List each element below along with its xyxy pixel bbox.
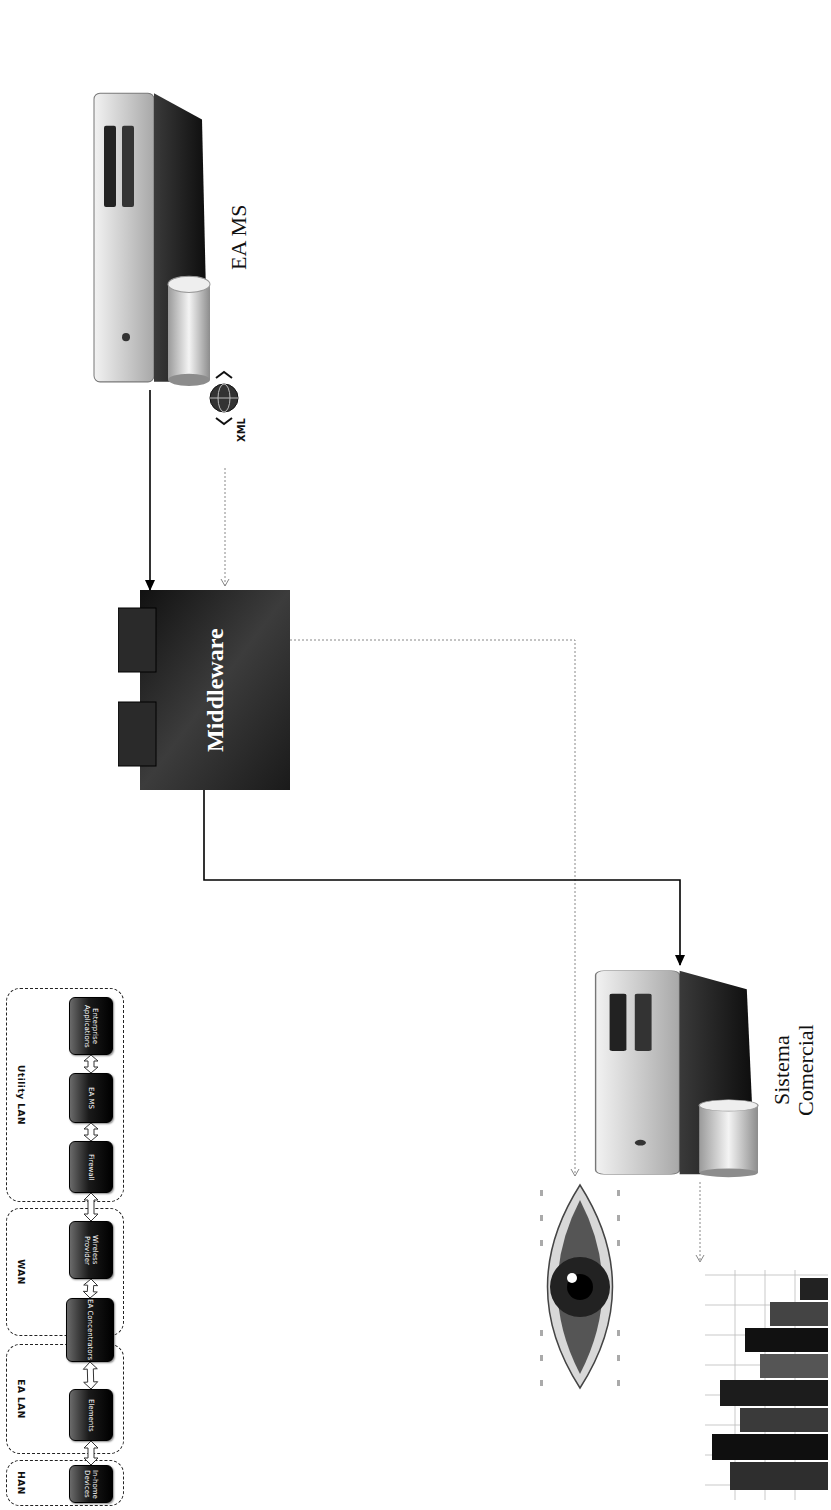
middleware-label: Middleware (140, 590, 290, 790)
box-label: EA Concentrators (86, 1299, 94, 1360)
box-label: Elements (87, 1399, 95, 1432)
server-node: EA MS (90, 85, 260, 390)
format-label: XML (236, 418, 247, 442)
network-box: Wireless Provider (69, 1221, 113, 1279)
network-box: EA Concentrators (66, 1298, 114, 1362)
server-node: Sistema Comercial (590, 965, 820, 1180)
double-arrow (84, 1441, 98, 1465)
xml-icon (210, 372, 238, 424)
network-box: Firewall (69, 1141, 113, 1193)
dotted-leader (290, 640, 575, 1176)
server-icon (90, 85, 215, 390)
group-label: Utility LAN (16, 1065, 26, 1125)
flow-arrow (149, 390, 151, 590)
box-label: EA MS (87, 1087, 95, 1109)
flow-arrow (204, 790, 680, 965)
double-arrow (84, 1055, 98, 1073)
box-label: Wireless Provider (83, 1222, 99, 1278)
double-arrow (84, 1193, 98, 1221)
group-label: EA LAN (16, 1379, 26, 1418)
eye-illustration (540, 1185, 620, 1388)
double-arrow (84, 1123, 98, 1141)
network-box: Enterprise Applications (69, 997, 113, 1055)
group-label: HAN (16, 1471, 26, 1495)
network-box: EA MS (69, 1073, 113, 1123)
box-label: Enterprise Applications (83, 998, 99, 1054)
network-group: Utility LAN Enterprise Applications EA MS F… (6, 988, 124, 1202)
box-label: Firewall (87, 1154, 95, 1180)
network-group: HAN In-home Devices (6, 1460, 124, 1506)
server-icon (590, 965, 765, 1180)
double-arrow (83, 1362, 97, 1389)
bar-chart-illustration (705, 1270, 828, 1500)
group-label: WAN (16, 1259, 26, 1285)
network-box: Elements (69, 1389, 113, 1441)
middleware-node: Middleware (118, 590, 290, 790)
server-label: EA MS (218, 85, 260, 390)
dotted-leader (225, 468, 226, 586)
dotted-leader (700, 1182, 701, 1262)
server-label: Sistema Comercial (768, 1010, 820, 1130)
double-arrow (83, 1279, 97, 1298)
box-label: In-home Devices (83, 1466, 99, 1502)
network-box: In-home Devices (69, 1465, 113, 1503)
